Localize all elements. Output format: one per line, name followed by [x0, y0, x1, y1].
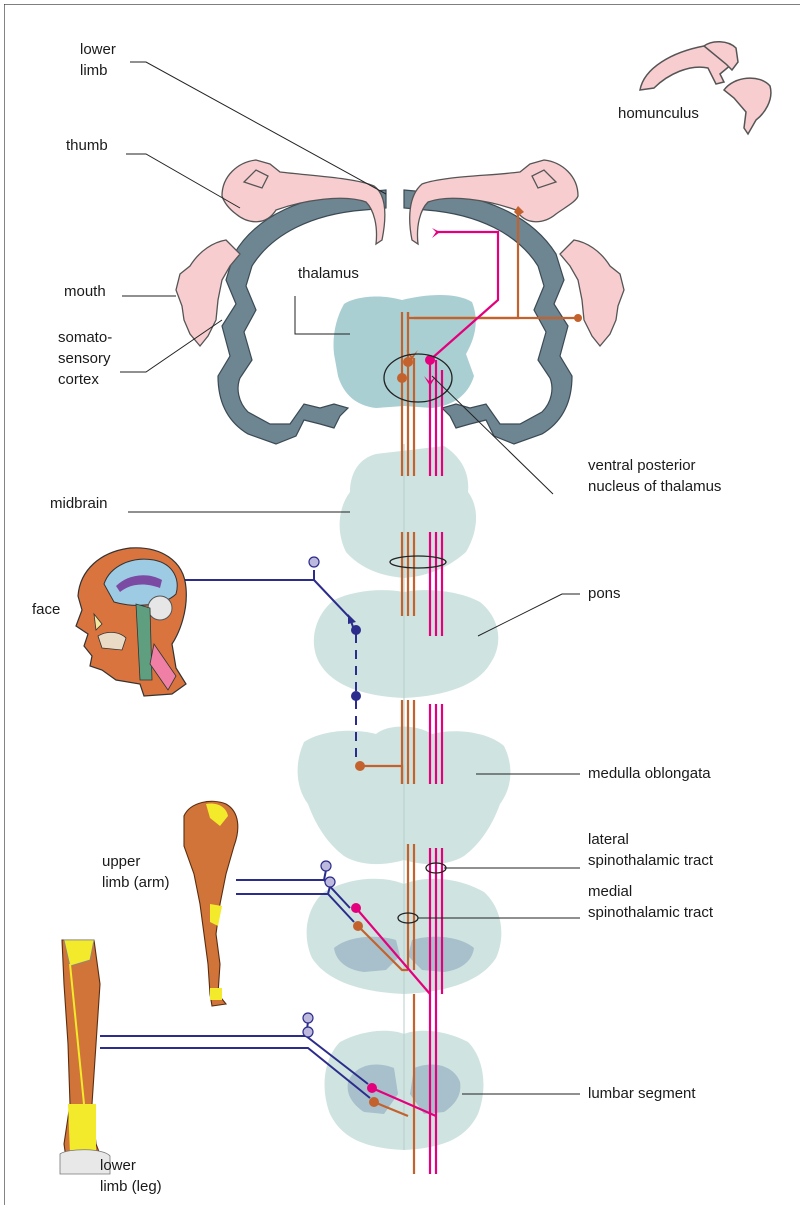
label-medulla-oblongata: medulla oblongata [588, 765, 711, 782]
label-medial-tract-line1: medial [588, 883, 632, 900]
label-mouth: mouth [64, 283, 106, 300]
leg-illustration [60, 940, 110, 1174]
label-upper-limb-line1: upper [102, 853, 140, 870]
diagram-frame: lower limb thumb mouth somato- sensory c… [4, 4, 800, 1205]
label-medial-tract-line2: spinothalamic tract [588, 904, 714, 921]
label-thumb: thumb [66, 137, 108, 154]
label-vpn-line2: nucleus of thalamus [588, 478, 721, 495]
label-somatosensory-line3: cortex [58, 371, 99, 388]
label-vpn-line1: ventral posterior [588, 457, 696, 474]
arm-illustration [184, 801, 238, 1006]
label-lumbar-segment: lumbar segment [588, 1085, 696, 1102]
label-upper-limb-line2: limb (arm) [102, 874, 170, 891]
label-face: face [32, 601, 60, 618]
label-lower-limb-line1: lower [80, 41, 116, 58]
label-somatosensory-line2: sensory [58, 350, 111, 367]
label-somatosensory-line1: somato- [58, 329, 112, 346]
label-lower-limb-line2: limb [80, 62, 108, 79]
upper-limb-receptor-1 [321, 861, 331, 871]
label-lower-leg-line1: lower [100, 1157, 136, 1174]
upper-limb-receptor-2 [325, 877, 335, 887]
thalamus-shape [333, 295, 475, 408]
label-homunculus: homunculus [618, 105, 699, 122]
face-head-illustration [76, 548, 186, 696]
label-pons: pons [588, 585, 621, 602]
lower-limb-receptor-2 [303, 1027, 313, 1037]
label-thalamus: thalamus [298, 265, 359, 282]
label-lateral-tract-line2: spinothalamic tract [588, 852, 714, 869]
label-lower-leg-line2: limb (leg) [100, 1178, 162, 1195]
lower-limb-receptor-1 [303, 1013, 313, 1023]
label-midbrain: midbrain [50, 495, 108, 512]
label-lateral-tract-line1: lateral [588, 831, 629, 848]
spinothalamic-pathway-diagram: lower limb thumb mouth somato- sensory c… [4, 4, 800, 1205]
